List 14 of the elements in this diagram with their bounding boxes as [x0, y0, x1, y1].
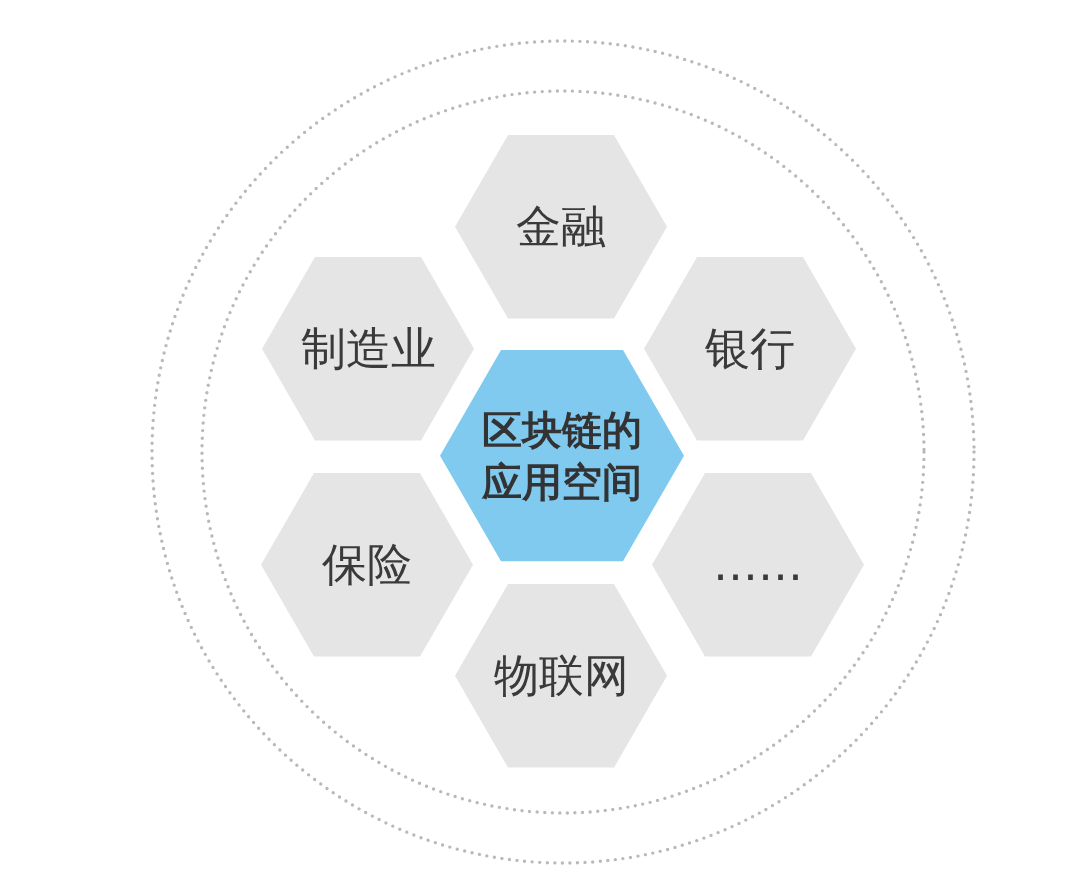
hexagon-tile	[644, 257, 856, 441]
sector-label: ……	[713, 538, 803, 592]
center-hexagon	[440, 350, 684, 562]
hexagon-tile	[455, 135, 667, 319]
hexagon-tile	[652, 473, 864, 657]
sector-label: 物联网	[493, 649, 629, 703]
hexagon-tile	[262, 257, 474, 441]
sector-label: 银行	[705, 322, 795, 376]
hexagon-tile	[455, 584, 667, 768]
sector-label: 保险	[322, 538, 412, 592]
hexagon-tile	[261, 473, 473, 657]
sector-label: 制造业	[300, 322, 436, 376]
center-title: 区块链的应用空间	[481, 406, 643, 507]
sector-label: 金融	[516, 200, 606, 254]
